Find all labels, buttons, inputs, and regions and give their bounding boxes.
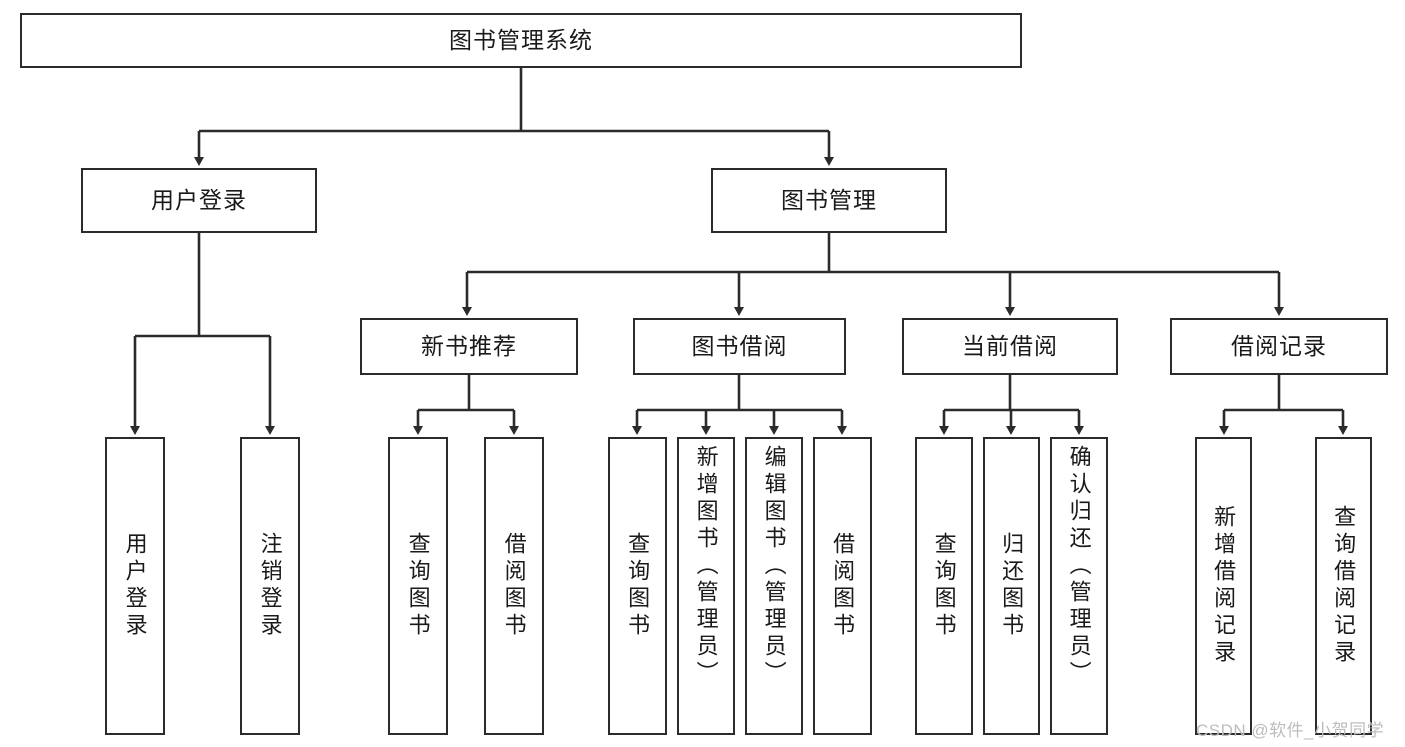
node-label: 借阅记录 xyxy=(1231,332,1327,359)
leaf-node-leaf-borrow-book-1[interactable]: 借阅图书 xyxy=(484,437,544,735)
node-label: 查询图书 xyxy=(931,532,957,640)
node-label: 新增图书（管理员） xyxy=(693,445,719,688)
leaf-node-leaf-query-book-3[interactable]: 查询图书 xyxy=(915,437,973,735)
node-label: 编辑图书（管理员） xyxy=(761,445,787,688)
node-label: 用户登录 xyxy=(151,186,247,213)
node-user-login[interactable]: 用户登录 xyxy=(81,168,317,233)
node-borrow-record[interactable]: 借阅记录 xyxy=(1170,318,1388,375)
leaf-node-leaf-query-book-2[interactable]: 查询图书 xyxy=(608,437,667,735)
node-label: 查询图书 xyxy=(625,532,651,640)
node-new-book-recommend[interactable]: 新书推荐 xyxy=(360,318,578,375)
leaf-node-leaf-query-book-1[interactable]: 查询图书 xyxy=(388,437,448,735)
leaf-node-leaf-user-logout[interactable]: 注销登录 xyxy=(240,437,300,735)
leaf-node-leaf-return-book[interactable]: 归还图书 xyxy=(983,437,1040,735)
node-label: 借阅图书 xyxy=(830,532,856,640)
node-book-management[interactable]: 图书管理 xyxy=(711,168,947,233)
node-label: 新书推荐 xyxy=(421,332,517,359)
node-label: 新增借阅记录 xyxy=(1211,505,1237,667)
node-label: 图书借阅 xyxy=(691,332,788,359)
leaf-node-leaf-add-book[interactable]: 新增图书（管理员） xyxy=(677,437,735,735)
node-current-borrow[interactable]: 当前借阅 xyxy=(902,318,1118,375)
leaf-node-leaf-add-record[interactable]: 新增借阅记录 xyxy=(1195,437,1252,735)
node-label: 查询借阅记录 xyxy=(1331,505,1357,667)
leaf-node-leaf-user-login[interactable]: 用户登录 xyxy=(105,437,165,735)
leaf-node-leaf-borrow-book-2[interactable]: 借阅图书 xyxy=(813,437,872,735)
node-label: 图书管理系统 xyxy=(449,26,593,53)
node-label: 确认归还（管理员） xyxy=(1066,445,1092,688)
node-label: 当前借阅 xyxy=(962,332,1058,359)
node-label: 查询图书 xyxy=(405,532,431,640)
root-node-system-title[interactable]: 图书管理系统 xyxy=(20,13,1022,68)
leaf-node-leaf-edit-book[interactable]: 编辑图书（管理员） xyxy=(745,437,803,735)
node-label: 注销登录 xyxy=(257,532,283,640)
node-label: 用户登录 xyxy=(122,532,148,640)
node-label: 图书管理 xyxy=(781,186,877,213)
leaf-node-leaf-confirm-return[interactable]: 确认归还（管理员） xyxy=(1050,437,1108,735)
leaf-node-leaf-query-record[interactable]: 查询借阅记录 xyxy=(1315,437,1372,735)
node-label: 归还图书 xyxy=(999,532,1025,640)
node-book-borrow[interactable]: 图书借阅 xyxy=(633,318,846,375)
node-label: 借阅图书 xyxy=(501,532,527,640)
